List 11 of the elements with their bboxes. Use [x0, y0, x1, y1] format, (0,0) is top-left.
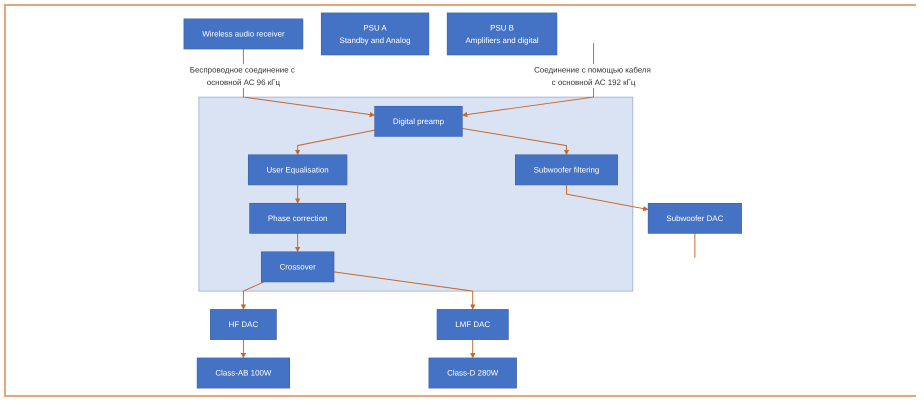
cluster [198, 96, 634, 292]
arrow [240, 339, 246, 358]
arrow [294, 130, 376, 155]
connector [694, 232, 696, 258]
arrow [294, 184, 300, 204]
arrow [462, 128, 570, 155]
arrow [470, 339, 476, 358]
arrow [566, 184, 648, 212]
arrow [240, 281, 264, 310]
arrow [334, 271, 476, 310]
arrow [294, 232, 300, 252]
